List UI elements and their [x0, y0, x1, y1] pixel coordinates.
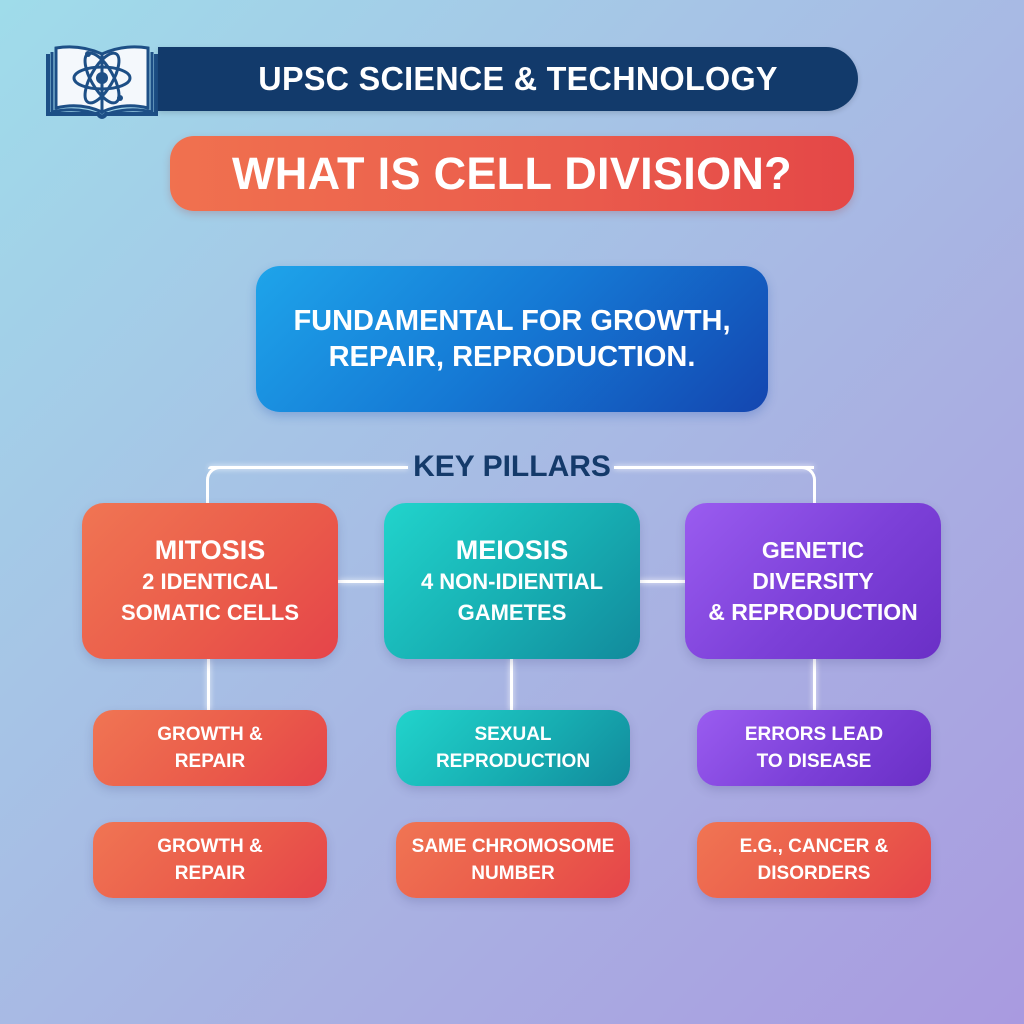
mitosis-sub-2: SOMATIC CELLS: [120, 600, 300, 625]
genetic-child-1-line-2: TO DISEASE: [756, 751, 872, 772]
connector-top-left: [208, 466, 408, 469]
meiosis-card: MEIOSIS 4 NON-IDIENTIAL GAMETES: [384, 503, 640, 659]
definition-line-2: REPAIR, REPRODUCTION.: [328, 341, 696, 373]
connector-meiosis-down: [510, 659, 513, 711]
meiosis-child-2-line-1: SAME CHROMOSOME: [411, 836, 615, 857]
genetic-diversity-card: GENETIC DIVERSITY & REPRODUCTION: [685, 503, 941, 659]
meiosis-sub-2: GAMETES: [457, 600, 567, 625]
main-title-pill: WHAT IS CELL DIVISION?: [170, 136, 854, 211]
mitosis-card: MITOSIS 2 IDENTICAL SOMATIC CELLS: [82, 503, 338, 659]
genetic-line-1: GENETIC: [761, 536, 865, 563]
key-pillars-label: KEY PILLARS: [413, 450, 611, 483]
connector-top-right: [614, 466, 814, 469]
meiosis-title: MEIOSIS: [455, 535, 569, 565]
meiosis-child-2-line-2: NUMBER: [471, 863, 555, 884]
meiosis-child-1-line-2: REPRODUCTION: [435, 751, 591, 772]
connector-corner-right: [800, 466, 816, 504]
mitosis-child-2-line-2: REPAIR: [174, 863, 246, 884]
definition-box: FUNDAMENTAL FOR GROWTH, REPAIR, REPRODUC…: [256, 266, 768, 412]
genetic-child-1: ERRORS LEAD TO DISEASE: [697, 710, 931, 786]
page-title: WHAT IS CELL DIVISION?: [232, 147, 792, 199]
mitosis-child-1-line-2: REPAIR: [174, 751, 246, 772]
definition-line-1: FUNDAMENTAL FOR GROWTH,: [293, 305, 731, 337]
atom-book-icon: [46, 45, 158, 119]
genetic-line-3: & REPRODUCTION: [708, 598, 918, 625]
connector-mitosis-down: [207, 659, 210, 711]
banner-title: UPSC SCIENCE & TECHNOLOGY: [258, 60, 778, 97]
genetic-line-2: DIVERSITY: [752, 567, 874, 594]
genetic-child-2-line-1: E.G., CANCER &: [739, 836, 889, 857]
mitosis-child-2-line-1: GROWTH &: [157, 836, 263, 857]
meiosis-child-1: SEXUAL REPRODUCTION: [396, 710, 630, 786]
mitosis-child-2: GROWTH & REPAIR: [93, 822, 327, 898]
logo: [44, 40, 160, 124]
mitosis-child-1-line-1: GROWTH &: [157, 724, 263, 745]
genetic-child-1-line-1: ERRORS LEAD: [744, 724, 884, 745]
genetic-child-2: E.G., CANCER & DISORDERS: [697, 822, 931, 898]
connector-meiosis-genetic: [638, 580, 686, 583]
mitosis-sub-1: 2 IDENTICAL: [142, 569, 278, 594]
mitosis-child-1: GROWTH & REPAIR: [93, 710, 327, 786]
meiosis-child-1-line-1: SEXUAL: [474, 724, 552, 745]
meiosis-sub-1: 4 NON-IDIENTIAL: [420, 569, 604, 594]
meiosis-child-2: SAME CHROMOSOME NUMBER: [396, 822, 630, 898]
header-banner: UPSC SCIENCE & TECHNOLOGY: [158, 47, 858, 111]
mitosis-title: MITOSIS: [154, 535, 266, 565]
connector-mitosis-meiosis: [338, 580, 386, 583]
connector-corner-left: [206, 466, 222, 504]
connector-genetic-down: [813, 659, 816, 711]
genetic-child-2-line-2: DISORDERS: [757, 863, 871, 884]
